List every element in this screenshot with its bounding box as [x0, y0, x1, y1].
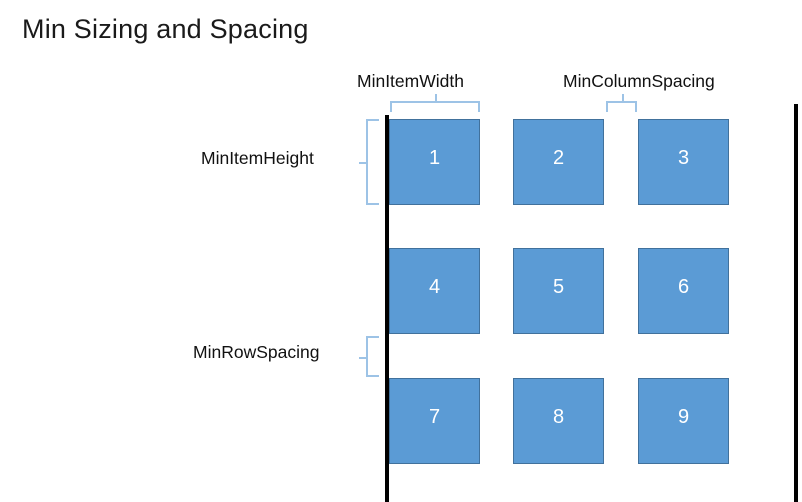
- min-row-spacing-bracket-icon: [359, 336, 379, 377]
- grid-item-number: 5: [552, 276, 565, 298]
- grid-item[interactable]: 1: [389, 119, 480, 205]
- right-boundary-rail: [794, 104, 798, 502]
- grid-item[interactable]: 9: [638, 378, 729, 464]
- grid-item-number: 8: [552, 406, 565, 428]
- min-column-spacing-bracket-icon: [606, 94, 637, 112]
- min-column-spacing-label: MinColumnSpacing: [563, 71, 715, 91]
- left-boundary-rail: [385, 115, 389, 502]
- grid-item-number: 7: [428, 406, 441, 428]
- bracket-tick-icon: [359, 162, 368, 164]
- grid-item-number: 2: [552, 147, 565, 169]
- grid-item[interactable]: 6: [638, 248, 729, 334]
- grid-item-number: 4: [428, 276, 441, 298]
- min-item-width-bracket-icon: [390, 94, 480, 112]
- grid-item[interactable]: 8: [513, 378, 604, 464]
- bracket-tick-icon: [359, 356, 368, 359]
- grid-item[interactable]: 7: [389, 378, 480, 464]
- min-item-height-bracket-icon: [359, 119, 379, 205]
- min-item-width-label: MinItemWidth: [357, 71, 464, 91]
- page-title: Min Sizing and Spacing: [22, 14, 309, 44]
- min-item-height-label: MinItemHeight: [201, 148, 314, 168]
- min-row-spacing-label: MinRowSpacing: [193, 342, 320, 362]
- grid-item-number: 6: [677, 276, 690, 298]
- grid-item[interactable]: 5: [513, 248, 604, 334]
- grid-item-number: 1: [428, 147, 441, 169]
- grid-item-number: 9: [677, 406, 690, 428]
- grid-item[interactable]: 3: [638, 119, 729, 205]
- bracket-tick-icon: [621, 94, 624, 103]
- grid-item[interactable]: 2: [513, 119, 604, 205]
- grid-item-number: 3: [677, 147, 690, 169]
- grid-item[interactable]: 4: [389, 248, 480, 334]
- bracket-tick-icon: [435, 94, 437, 103]
